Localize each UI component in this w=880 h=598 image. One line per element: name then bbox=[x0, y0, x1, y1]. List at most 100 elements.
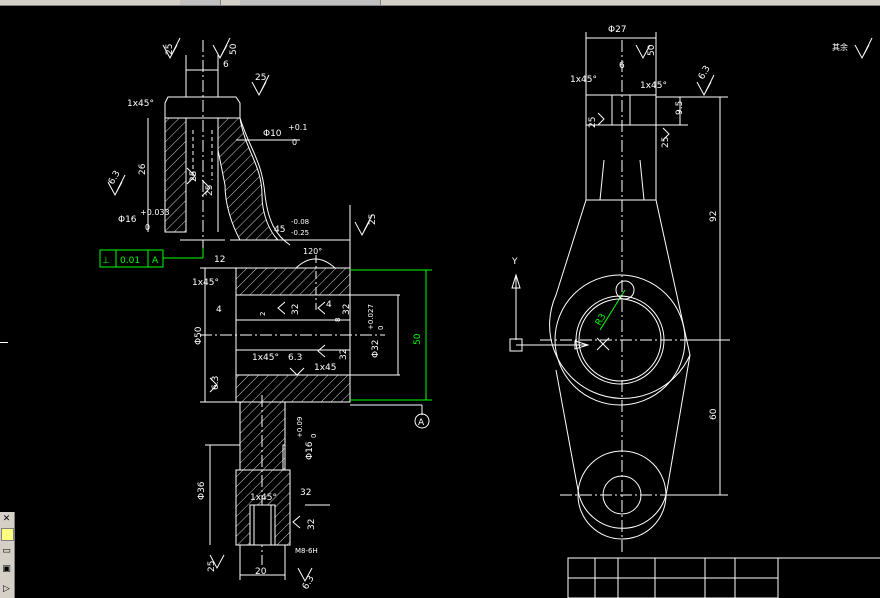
dim-text: 32 bbox=[300, 488, 311, 498]
roughness-symbol bbox=[696, 74, 715, 97]
palette-icon[interactable] bbox=[1, 528, 14, 541]
play-icon[interactable]: ▷ bbox=[3, 584, 10, 594]
dim-text: 25 bbox=[588, 117, 598, 128]
toolbar-strip[interactable] bbox=[0, 0, 880, 6]
dim-text: 25 bbox=[368, 214, 378, 225]
stem-hatch bbox=[239, 401, 286, 471]
other-label: 其余 bbox=[832, 42, 848, 52]
side-boss bbox=[585, 94, 657, 126]
front-labels: 25 50 6 25 1x45° Φ10 +0.1 0 26 6.3 25 25… bbox=[102, 43, 425, 591]
ucs-origin-box bbox=[509, 338, 523, 352]
dim-text: 50 bbox=[647, 44, 657, 56]
dim-text: +0.09 bbox=[296, 417, 304, 438]
tolerance-datum: A bbox=[152, 256, 159, 266]
tolerance-value: 0.01 bbox=[120, 256, 140, 266]
roughness-symbol bbox=[635, 44, 651, 60]
roughness-symbol bbox=[251, 74, 270, 97]
dim-text: 25 bbox=[661, 137, 671, 148]
roughness-symbol bbox=[662, 127, 670, 141]
crosshair-tick bbox=[0, 342, 8, 343]
dim-text: 8 bbox=[334, 318, 342, 322]
side-boss-lower bbox=[585, 125, 657, 201]
dim-text: 50 bbox=[229, 43, 239, 55]
dim-text: -0.08 bbox=[291, 218, 309, 226]
dim-text: 6.3 bbox=[697, 64, 713, 81]
toolbar-button-group[interactable] bbox=[180, 0, 221, 5]
dim-text: 120° bbox=[303, 247, 322, 256]
layer-dropdown[interactable] bbox=[240, 0, 381, 5]
roughness-symbol bbox=[317, 344, 326, 358]
dim-text: 0 bbox=[377, 326, 385, 330]
dim-text: 0 bbox=[145, 223, 150, 232]
dim-text: +0.1 bbox=[288, 123, 307, 132]
dim-text: 4 bbox=[326, 300, 332, 310]
dim-text: 1x45° bbox=[250, 493, 277, 503]
roughness-symbol bbox=[107, 174, 126, 197]
dim-text: 32 bbox=[339, 349, 349, 360]
dim-text: Φ27 bbox=[608, 25, 627, 35]
dim-text: 4 bbox=[216, 305, 222, 315]
roughness-symbol bbox=[209, 377, 218, 393]
roughness-symbol bbox=[186, 167, 196, 185]
dim-text: 1x45° bbox=[570, 75, 597, 85]
arm-body-hatch bbox=[217, 117, 280, 241]
close-icon[interactable]: ✕ bbox=[2, 514, 11, 524]
dim-text: Φ10 bbox=[263, 129, 282, 139]
dim-text: 0 bbox=[292, 138, 297, 147]
dim-text: -0.25 bbox=[291, 229, 309, 237]
dim-text: 1x45° bbox=[127, 99, 154, 109]
dim-text: Φ36 bbox=[197, 481, 207, 500]
front-view bbox=[107, 37, 430, 583]
side-labels: Φ27 50 6 1x45° 1x45° 6.3 9.5 25 25 92 60… bbox=[511, 25, 848, 420]
ucs-x-arrow bbox=[574, 340, 590, 350]
stem-outline bbox=[239, 401, 286, 471]
roughness-symbol bbox=[297, 567, 313, 583]
dim-text: 6.3 bbox=[211, 376, 221, 390]
dim-text: 20 bbox=[255, 567, 267, 577]
dim-text: 25 bbox=[205, 185, 215, 196]
hub-body-hatch-low bbox=[235, 374, 351, 403]
dim-text: 25 bbox=[207, 561, 217, 572]
dim-text: Φ32 bbox=[371, 339, 381, 358]
hub-body-hatch bbox=[235, 267, 351, 296]
dim-text: 9.5 bbox=[675, 101, 685, 115]
base-outline bbox=[235, 469, 291, 546]
dim-text: 45 bbox=[274, 225, 285, 235]
roughness-symbol bbox=[209, 554, 225, 570]
tolerance-symbol: ⊥ bbox=[102, 256, 110, 266]
dim-text: +0.027 bbox=[367, 304, 375, 330]
dim-text: 26 bbox=[138, 163, 148, 175]
side-slot bbox=[611, 95, 631, 125]
cursor-x bbox=[596, 337, 610, 351]
dim-text: 0 bbox=[310, 434, 318, 438]
title-block bbox=[567, 557, 880, 598]
dim-text: 60 bbox=[709, 408, 719, 420]
side-arm-outline bbox=[549, 199, 691, 399]
dim-text: +0.033 bbox=[140, 208, 170, 217]
tool-icon[interactable]: ▭ bbox=[2, 546, 11, 556]
dim-text: 6 bbox=[223, 60, 229, 70]
roughness-symbol bbox=[292, 515, 301, 529]
dim-text: 1x45 bbox=[314, 363, 337, 373]
left-toolbar[interactable]: ✕ ▭ ▣ ▷ bbox=[0, 512, 15, 598]
roughness-symbol bbox=[354, 214, 373, 237]
roughness-symbol bbox=[597, 112, 605, 126]
datum-circle bbox=[414, 413, 430, 429]
dim-text: 32 bbox=[342, 304, 352, 315]
roughness-symbol bbox=[212, 37, 231, 60]
ucs-y-label: Y bbox=[511, 257, 518, 267]
dim-text: 25 bbox=[255, 73, 266, 83]
r3-key bbox=[615, 280, 635, 300]
dim-text: Φ50 bbox=[194, 326, 204, 345]
notch-arc bbox=[295, 258, 336, 269]
dim-text: Φ16 bbox=[118, 215, 137, 225]
dim-text: 12 bbox=[214, 255, 225, 265]
dim-text: M8-6H bbox=[295, 547, 318, 555]
datum-label: A bbox=[418, 418, 425, 428]
dim-text: 32 bbox=[291, 304, 301, 315]
tool-icon[interactable]: ▣ bbox=[2, 564, 11, 574]
roughness-symbol bbox=[854, 37, 873, 60]
roughness-symbol bbox=[162, 37, 181, 60]
